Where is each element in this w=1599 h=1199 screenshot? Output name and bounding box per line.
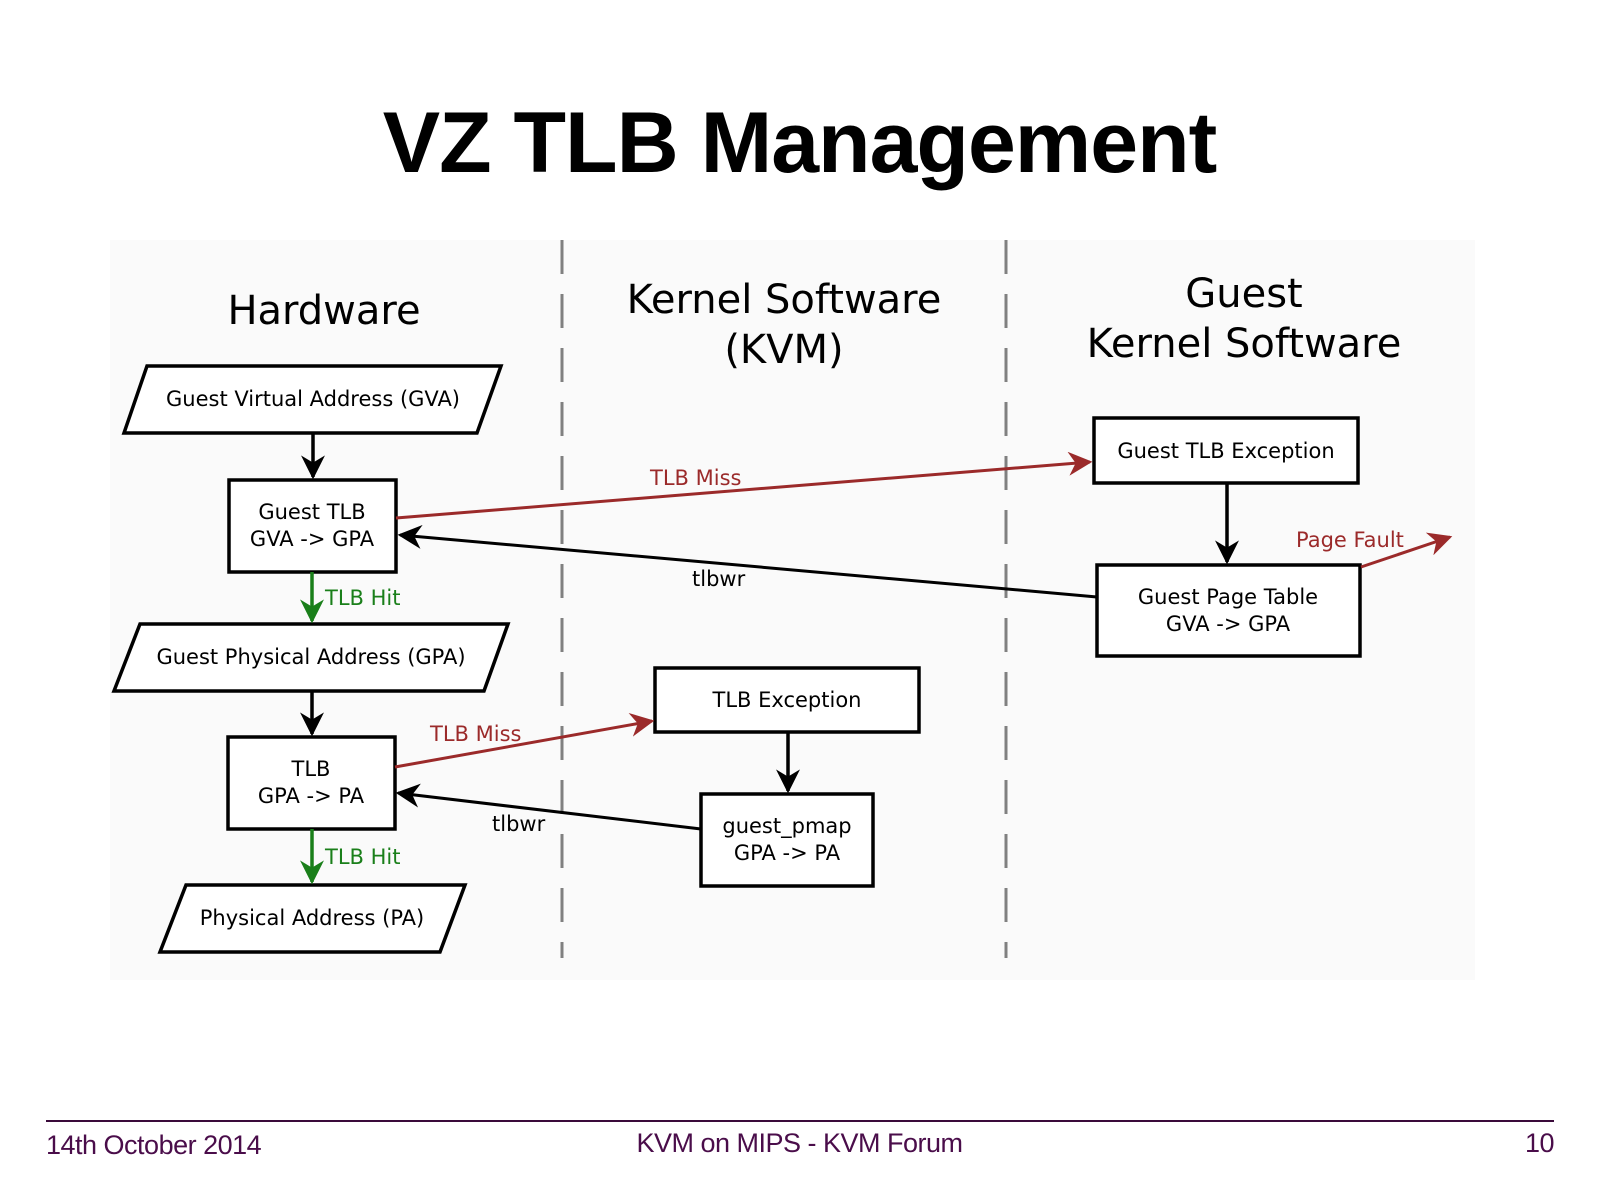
node-gpa: Guest Physical Address (GPA)	[111, 622, 511, 693]
node-guest-tlb: Guest TLB GVA -> GPA	[227, 478, 398, 574]
node-tlb: TLB GPA -> PA	[226, 735, 397, 831]
node-tlb-line2: GPA -> PA	[258, 784, 365, 808]
edge-tlbwr	[395, 783, 702, 831]
node-guest-pmap-line1: guest_pmap	[722, 814, 851, 839]
node-tlb-exception-label: TLB Exception	[712, 688, 862, 712]
edge-guest-tlb-hit-label: TLB Hit	[324, 586, 400, 610]
footer-divider	[46, 1120, 1554, 1122]
node-pa: Physical Address (PA)	[157, 883, 468, 954]
footer-title: KVM on MIPS - KVM Forum	[636, 1128, 963, 1158]
node-guest-tlb-exception-label: Guest TLB Exception	[1117, 439, 1334, 463]
column-header-guest-line1: Guest	[1185, 271, 1302, 317]
edge-tlbwr-label: tlbwr	[492, 812, 546, 836]
node-tlb-exception: TLB Exception	[653, 666, 921, 734]
edge-tlb-miss-label: TLB Miss	[429, 722, 521, 746]
node-guest-page-table-line1: Guest Page Table	[1138, 585, 1318, 609]
column-header-guest-line2: Kernel Software	[1087, 321, 1402, 367]
edge-guest-tlb-miss	[395, 451, 1093, 520]
node-guest-tlb-line2: GVA -> GPA	[250, 527, 375, 551]
node-guest-tlb-exception: Guest TLB Exception	[1092, 416, 1360, 485]
node-gva: Guest Virtual Address (GVA)	[121, 364, 504, 435]
node-gpa-label: Guest Physical Address (GPA)	[156, 645, 465, 669]
node-guest-pmap: guest_pmap GPA -> PA	[699, 792, 875, 888]
column-header-kernel-line2: (KVM)	[724, 327, 843, 373]
edge-tlb-hit-label: TLB Hit	[324, 845, 400, 869]
footer-page-number: 10	[1524, 1128, 1555, 1158]
node-tlb-line1: TLB	[291, 757, 331, 781]
edge-guest-tlbwr	[397, 524, 1098, 599]
node-guest-page-table: Guest Page Table GVA -> GPA	[1095, 563, 1362, 658]
node-pa-label: Physical Address (PA)	[200, 906, 424, 930]
node-guest-tlb-line1: Guest TLB	[258, 500, 365, 524]
footer-date: 14th October 2014	[46, 1130, 262, 1160]
node-guest-pmap-line2: GPA -> PA	[734, 841, 841, 865]
edge-tlb-miss	[394, 712, 655, 769]
edge-page-fault-label: Page Fault	[1296, 528, 1404, 552]
edge-guest-tlbwr-label: tlbwr	[692, 567, 746, 591]
node-guest-page-table-line2: GVA -> GPA	[1166, 612, 1291, 636]
column-header-kernel-line1: Kernel Software	[627, 277, 942, 323]
node-gva-label: Guest Virtual Address (GVA)	[166, 387, 460, 411]
slide-title: VZ TLB Management	[382, 95, 1218, 191]
column-header-hardware: Hardware	[227, 288, 420, 334]
edge-guest-tlb-miss-label: TLB Miss	[649, 466, 741, 490]
edge-page-fault	[1360, 532, 1453, 569]
